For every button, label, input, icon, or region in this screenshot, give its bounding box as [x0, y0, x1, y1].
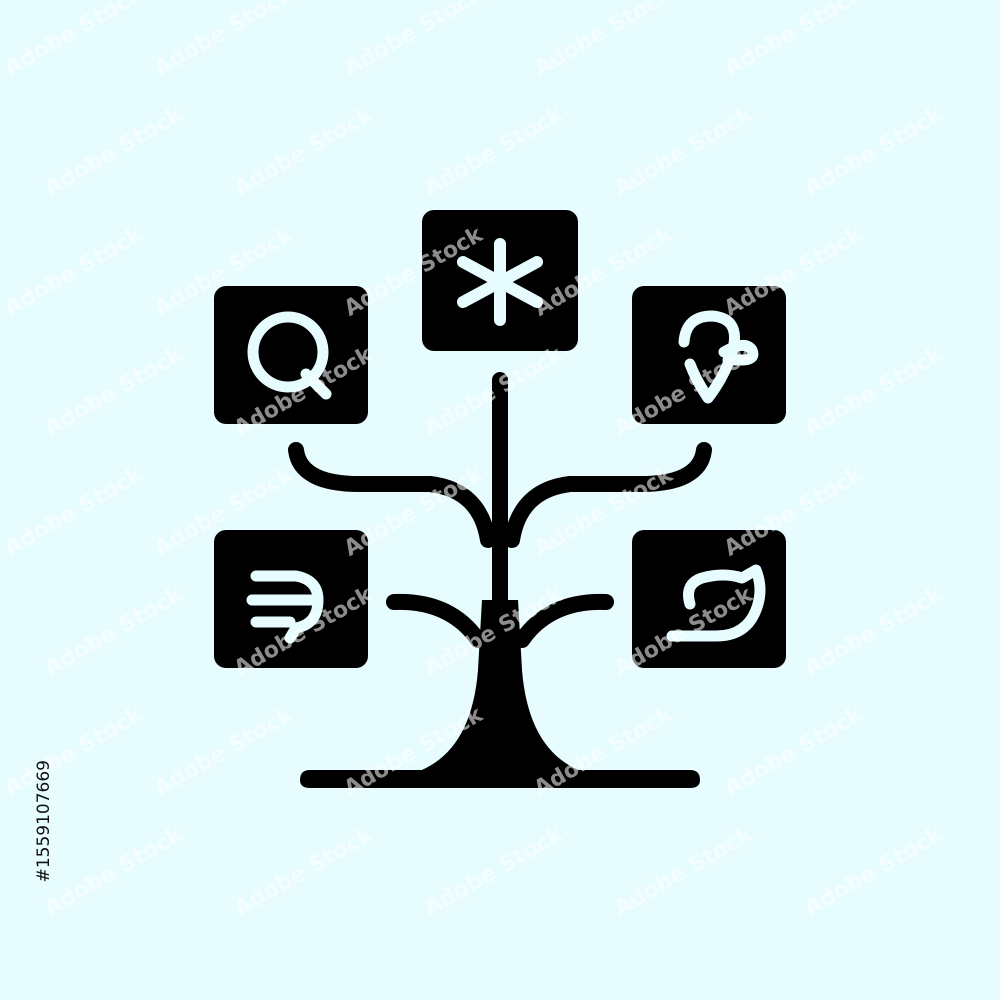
tile-right-upper	[632, 286, 786, 424]
leaf-loop-icon	[666, 564, 766, 642]
tree-branches	[288, 372, 712, 648]
tile-top	[422, 210, 578, 351]
asterisk-icon	[457, 238, 543, 326]
stock-id: #1559107669	[34, 760, 54, 883]
tile-right-lower	[632, 530, 786, 668]
curved-hook-icon	[678, 310, 759, 404]
letter-q-icon	[247, 311, 332, 400]
arrow-into-arc-icon	[246, 570, 324, 644]
tile-left-upper	[214, 286, 368, 424]
tile-left-lower	[214, 530, 368, 668]
tree-trunk	[300, 600, 700, 788]
